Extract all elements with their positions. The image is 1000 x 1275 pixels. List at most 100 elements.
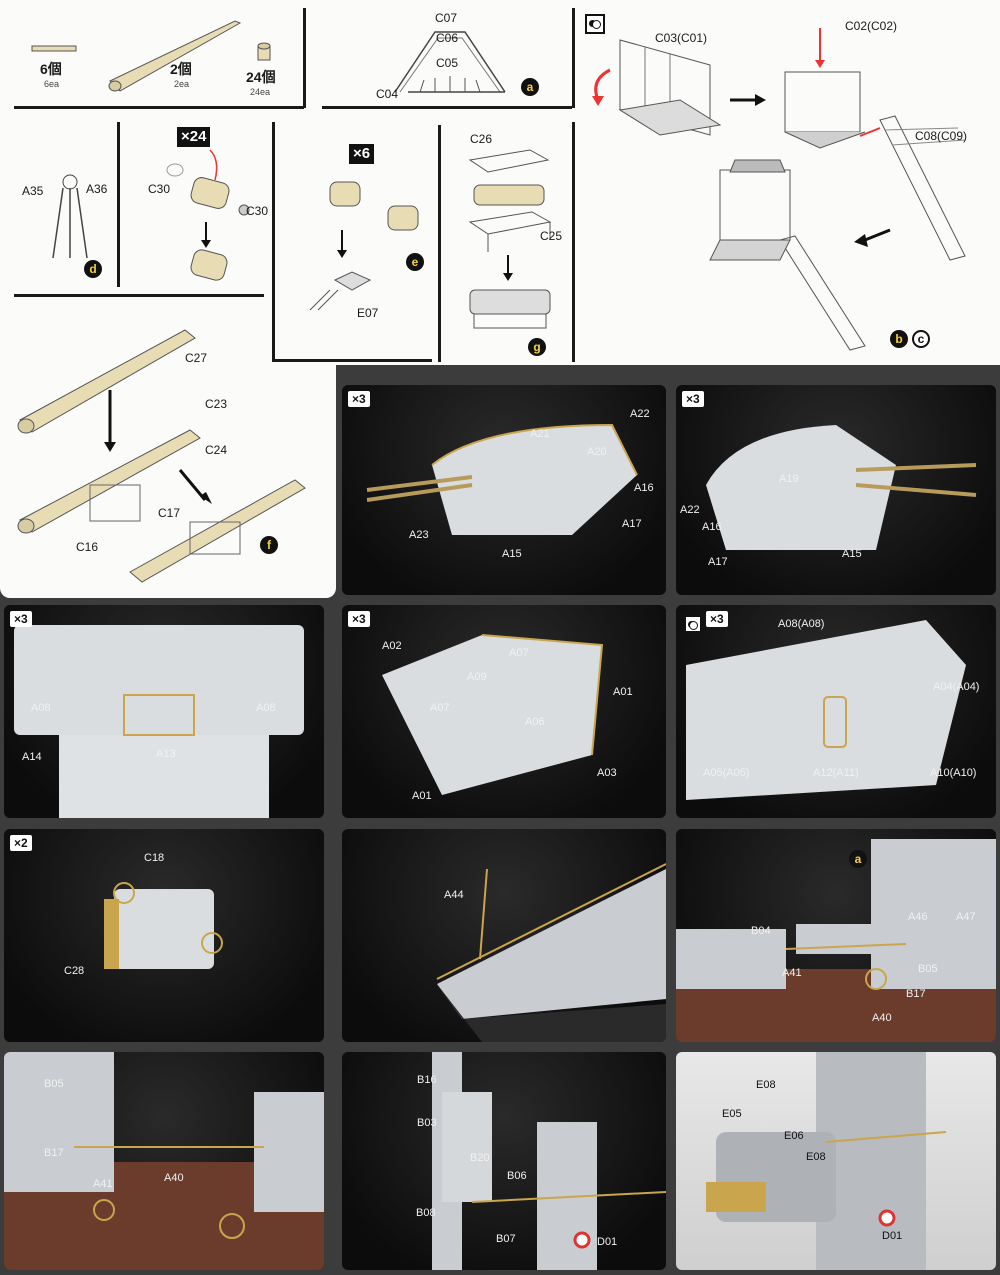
part-label: A41 — [782, 967, 802, 979]
part-label: B07 — [496, 1233, 516, 1245]
part-label: A46 — [908, 911, 928, 923]
fan-frame-drawing — [394, 31, 506, 93]
rack-assembly-drawing — [468, 149, 552, 329]
part-label: A16 — [702, 521, 722, 533]
part-label: A22 — [630, 408, 650, 420]
step-badge: g — [528, 338, 546, 356]
platform-ladder-drawing — [592, 28, 966, 351]
step-badge: a — [849, 850, 867, 868]
quantity-multiplier: ×3 — [706, 611, 728, 627]
divider — [14, 294, 264, 297]
part-label: C27 — [185, 351, 208, 365]
part-label: E05 — [722, 1108, 742, 1120]
photo-turret-rear: ×3 A19 A22 A16 A15 A17 — [676, 385, 996, 595]
part-label: A17 — [622, 518, 642, 530]
part-label: E08 — [756, 1079, 776, 1091]
part-label: B08 — [416, 1207, 436, 1219]
part-label: A16 — [634, 482, 654, 494]
part-label: C17 — [158, 506, 181, 520]
part-label: C25 — [540, 229, 563, 243]
part-label: A15 — [502, 548, 522, 560]
part-label: C08(C09) — [915, 129, 968, 143]
part-label: C02(C02) — [845, 19, 898, 33]
part-label: C28 — [64, 965, 85, 977]
photo-bow: A44 — [342, 829, 666, 1042]
photo-gun-mount: ×2 C18 C28 — [4, 829, 324, 1042]
photo-launcher-top: ×3 A02 A07 A09 A07 A01 A06 A03 A01 — [342, 605, 666, 818]
part-label: E06 — [784, 1130, 804, 1142]
part-label: C03(C01) — [655, 31, 708, 45]
qty-label: 2個 — [170, 61, 192, 77]
qty-sublabel: 24ea — [250, 87, 271, 97]
part-label: A40 — [872, 1012, 892, 1024]
part-label: A21 — [530, 428, 550, 440]
part-label: D01 — [882, 1230, 903, 1242]
part-label: A23 — [409, 529, 429, 541]
part-label: A12(A11) — [813, 767, 859, 779]
quantity-multiplier: ×2 — [10, 835, 32, 851]
reel-drawing — [309, 181, 419, 311]
divider — [438, 125, 441, 362]
part-label: C23 — [205, 397, 228, 411]
step-badge: a — [521, 78, 539, 96]
part-label: A01 — [613, 686, 633, 698]
step-badge: f — [260, 536, 278, 554]
part-label: A06 — [525, 716, 545, 728]
divider — [572, 122, 575, 362]
torpedo-assembly-drawing — [17, 329, 306, 583]
part-label: C26 — [470, 132, 493, 146]
part-label: A35 — [22, 184, 44, 198]
step-badge: d — [84, 260, 102, 278]
part-label: A15 — [842, 548, 862, 560]
quantity-multiplier: ×6 — [349, 144, 375, 164]
qty-sublabel: 2ea — [174, 79, 190, 89]
photo-aft-structure: E08 E05 E06 E08 D01 — [676, 1052, 996, 1270]
part-label: B06 — [507, 1170, 527, 1182]
part-label: A20 — [587, 446, 607, 458]
part-label: A08 — [256, 702, 276, 714]
part-label: C30 — [246, 204, 269, 218]
quantity-multiplier: ×24 — [177, 127, 211, 147]
part-label: A13 — [156, 748, 176, 760]
step-badge: b — [890, 330, 908, 348]
dual-option-icon — [684, 615, 702, 633]
part-label: A05(A05) — [703, 767, 750, 779]
part-label: C30 — [148, 182, 171, 196]
step-badge: e — [406, 253, 424, 271]
part-label: C05 — [436, 56, 459, 70]
part-label: A07 — [509, 647, 529, 659]
divider — [14, 106, 304, 109]
divider — [303, 8, 306, 108]
part-label: A09 — [467, 671, 487, 683]
part-label: A08(A08) — [778, 618, 825, 630]
divider — [272, 122, 275, 362]
part-label: A08 — [31, 702, 51, 714]
part-label: A36 — [86, 182, 108, 196]
cylinder-part-drawing — [257, 42, 271, 61]
divider — [272, 359, 432, 362]
tripod-drawing — [52, 174, 88, 259]
part-label: A07 — [430, 702, 450, 714]
photo-deck-house: a B04 A46 A47 B05 A41 B17 A40 — [676, 829, 996, 1042]
part-label: D01 — [597, 1236, 618, 1248]
photo-turret-front: ×3 A21 A20 A22 A16 A17 A15 A23 — [342, 385, 666, 595]
part-label: B05 — [44, 1078, 64, 1090]
photo-mast-bridge: B16 B03 B20 B06 B08 B07 D01 — [342, 1052, 666, 1270]
part-label: A02 — [382, 640, 402, 652]
part-label: A17 — [708, 556, 728, 568]
part-label: C16 — [76, 540, 99, 554]
drum-assembly-drawing — [166, 149, 250, 281]
quantity-multiplier: ×3 — [682, 391, 704, 407]
photo-launcher-side: ×3 A08(A08) A04(A04) A05(A05) A12(A11) A… — [676, 605, 996, 818]
step-badge: c — [912, 330, 930, 348]
part-label: B17 — [906, 988, 926, 1000]
quantity-multiplier: ×3 — [348, 611, 370, 627]
part-label: C06 — [436, 31, 459, 45]
qty-label: 24個 — [246, 69, 276, 85]
part-label: E08 — [806, 1151, 826, 1163]
part-label: A03 — [597, 767, 617, 779]
divider — [322, 106, 572, 109]
part-label: B05 — [918, 963, 938, 975]
part-label: A01 — [412, 790, 432, 802]
